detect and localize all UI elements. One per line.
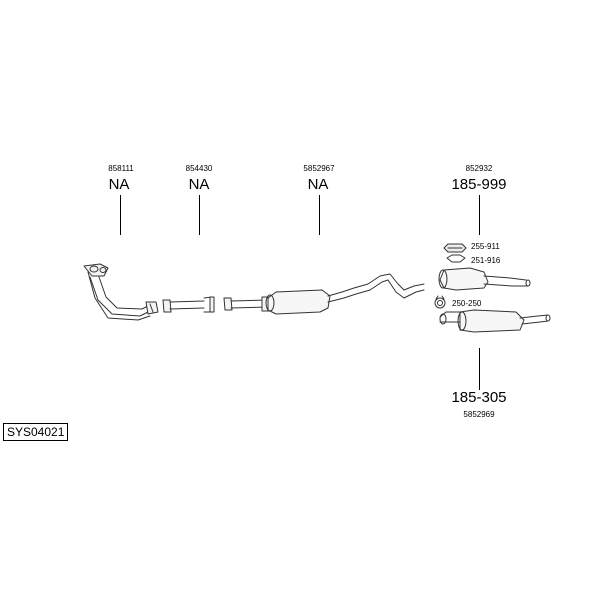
accessory-255-911-drawing <box>443 243 467 253</box>
accessory-251-916[interactable]: 251-916 <box>471 256 501 265</box>
accessory-250-250-drawing <box>434 295 446 309</box>
part-ref-5852967: 5852967 <box>303 164 335 173</box>
accessory-255-911[interactable]: 255-911 <box>471 242 500 251</box>
part-ref-858111: 858111 <box>108 164 134 173</box>
part-number-185-999[interactable]: 185-999 <box>451 176 507 193</box>
part-ref-854430: 854430 <box>185 164 213 173</box>
rear-silencer-upper-drawing <box>438 267 531 291</box>
accessory-250-250[interactable]: 250-250 <box>452 299 482 308</box>
leader-line-854430 <box>199 195 200 235</box>
part-number-854430[interactable]: NA <box>188 176 210 193</box>
leader-line-858111 <box>120 195 121 235</box>
leader-line-5852967 <box>319 195 320 235</box>
accessory-251-916-drawing <box>446 254 466 263</box>
leader-line-185-305 <box>479 348 480 390</box>
part-number-5852967[interactable]: NA <box>307 176 329 193</box>
middle-silencer-drawing <box>223 273 425 315</box>
leader-line-185-999 <box>479 195 480 235</box>
part-ref-5852969: 5852969 <box>463 410 495 419</box>
part-number-185-305[interactable]: 185-305 <box>451 389 507 406</box>
part-number-858111[interactable]: NA <box>108 176 130 193</box>
intermediate-pipe-drawing <box>162 296 215 313</box>
front-pipe-drawing <box>83 263 159 321</box>
rear-silencer-lower-drawing <box>439 309 551 333</box>
part-ref-852932: 852932 <box>465 164 493 173</box>
system-code-badge: SYS04021 <box>3 423 69 441</box>
